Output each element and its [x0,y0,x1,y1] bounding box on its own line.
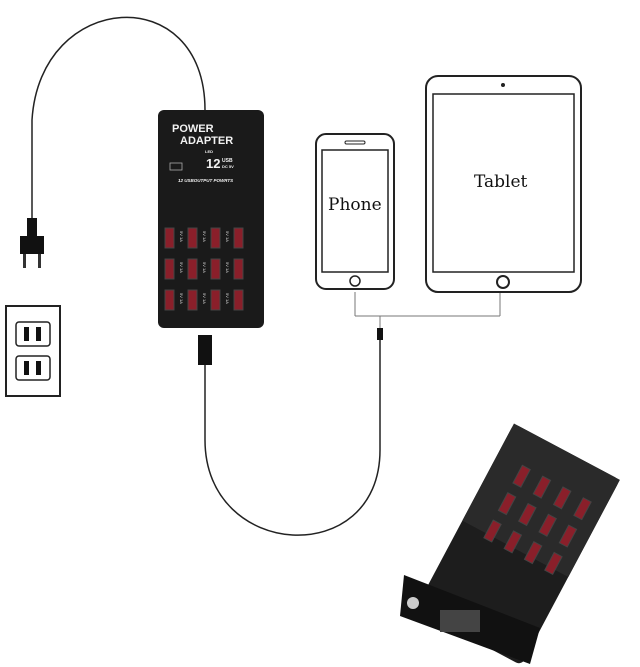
usb-port [538,513,558,537]
power-adapter: POWER ADAPTER LED 12 USB DC 5V 12 USBOUT… [158,110,264,328]
usb-port [210,227,221,249]
adapter-voltage: DC 5V [222,164,234,169]
usb-port [164,227,175,249]
wall-outlet-icon [5,305,61,397]
usb-port [503,530,523,554]
usb-port [552,486,572,510]
usb-port [233,227,244,249]
usb-port [187,227,198,249]
phone-label: Phone [328,195,382,215]
usb-port [483,519,502,543]
usb-port [187,289,198,311]
port-label: 5V 1A [179,293,184,304]
usb-port [233,258,244,280]
plug-icon [20,218,44,268]
port-label: 5V 1A [202,262,207,273]
adapter-subtitle: 12 USBOUTPUT POWRTS [178,178,233,183]
usb-port [164,258,175,280]
port-label: 5V 1A [225,262,230,273]
usb-port [523,541,543,565]
power-cord [31,16,206,220]
tablet-label: Tablet [474,172,528,192]
usb-port [573,497,592,521]
port-label: 5V 1A [202,293,207,304]
usb-port [532,475,552,499]
usb-port [558,524,578,548]
adapter-usb: USB [222,158,233,164]
usb-port [164,289,175,311]
phone-icon [315,133,395,290]
adapter-led: LED [205,149,213,154]
port-labels: 5V 1A 5V 1A 5V 1A 5V 1A 5V 1A 5V 1A 5V 1… [179,231,230,304]
adapter-title-1: POWER [172,123,214,135]
split-connector [377,328,383,340]
port-label: 5V 1A [179,262,184,273]
usb-port [497,492,517,516]
port-label: 5V 1A [179,231,184,242]
usb-port [233,289,244,311]
adapter-count: 12 [206,156,220,171]
split-cable [354,292,501,328]
port-label: 5V 1A [202,231,207,242]
usb-cable [204,340,381,536]
usb-plug [198,335,212,365]
usb-port [187,258,198,280]
usb-port [544,551,563,576]
adapter-title-2: ADAPTER [180,135,233,147]
usb-port [518,502,537,527]
port-label: 5V 1A [225,231,230,242]
usb-port [210,258,221,280]
port-label: 5V 1A [225,293,230,304]
tablet-icon [425,75,582,293]
usb-port [512,464,531,488]
power-socket-face [400,575,540,664]
usb-port [210,289,221,311]
